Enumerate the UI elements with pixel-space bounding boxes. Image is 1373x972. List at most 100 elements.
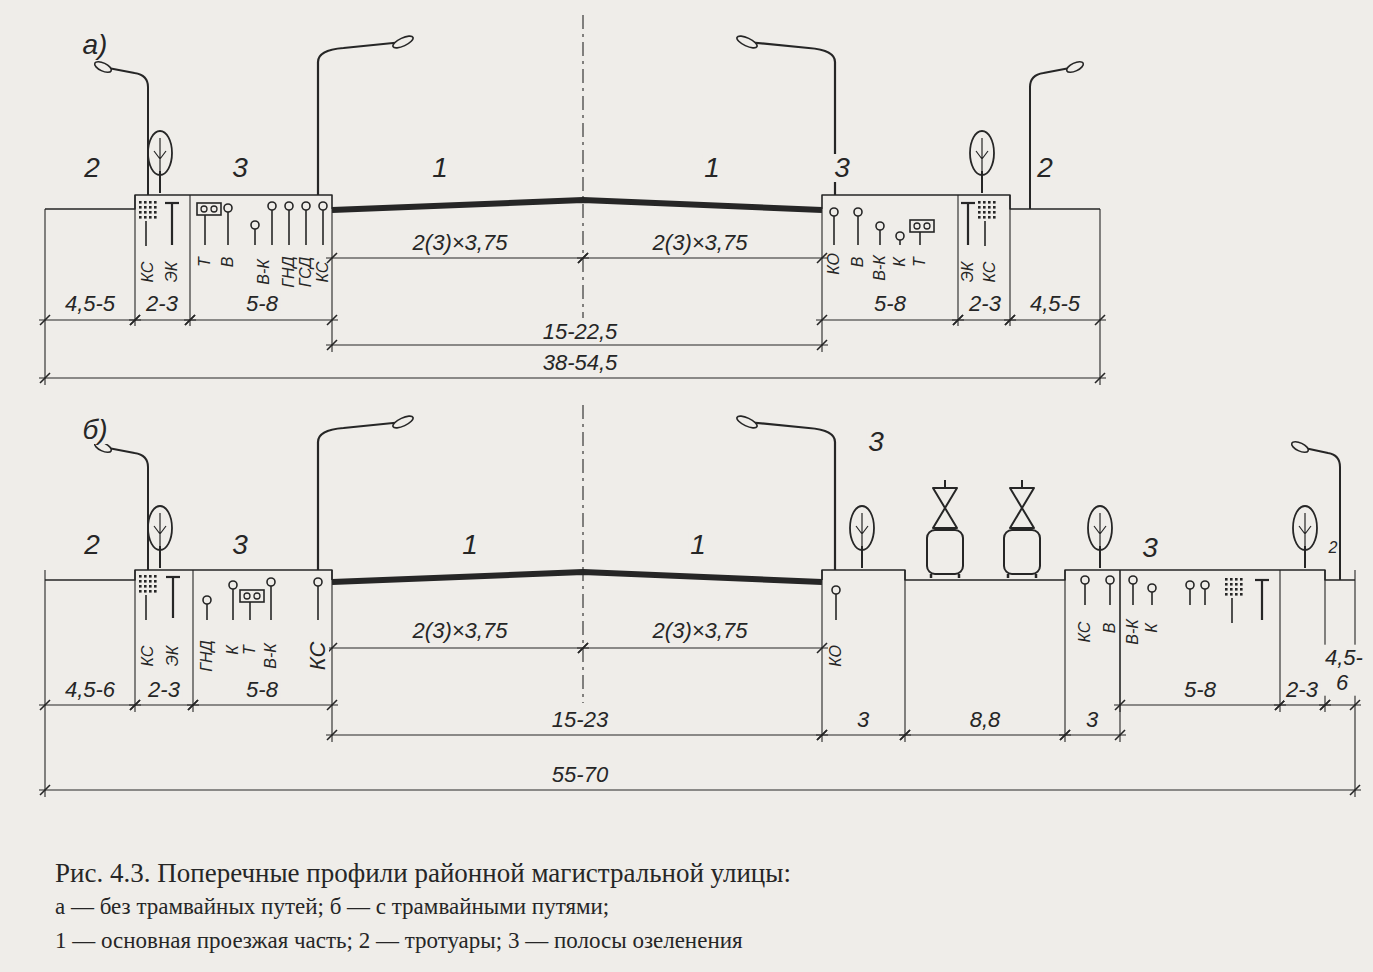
utility-pipe xyxy=(305,210,307,245)
street-lamp xyxy=(103,67,148,195)
utility-pipe xyxy=(268,202,276,210)
pantograph xyxy=(1021,480,1023,488)
dimension-tick xyxy=(817,730,827,740)
cable-bundle xyxy=(145,221,147,246)
dimension: 2-3 xyxy=(146,679,182,701)
cable-bundle xyxy=(154,206,157,209)
extension-line xyxy=(1119,570,1120,712)
cable-bundle xyxy=(144,575,147,578)
dimension: 15-23 xyxy=(550,709,610,731)
utility-pipe xyxy=(1129,576,1137,584)
cable-bundle xyxy=(144,206,147,209)
cable-bundle xyxy=(1240,593,1243,596)
utility-code: В xyxy=(1102,623,1118,634)
dimension: 2(3)×3,75 xyxy=(651,620,750,642)
utility-pipe xyxy=(204,215,206,245)
figure-caption: Рис. 4.3. Поперечные профили районной ма… xyxy=(55,858,791,889)
street-lamp xyxy=(1030,67,1075,209)
carriageway xyxy=(332,572,822,582)
cable-bundle xyxy=(1225,583,1228,586)
dimension-tick xyxy=(817,340,827,350)
utility-pipe xyxy=(833,216,835,245)
utility-code: ГНД xyxy=(199,640,215,672)
callout-number: 3 xyxy=(230,154,250,182)
tram-car xyxy=(927,530,963,574)
cable-bundle xyxy=(993,211,996,214)
utility-pipe xyxy=(1151,592,1153,605)
heating-duct xyxy=(244,593,250,599)
utility-pipe xyxy=(251,221,259,229)
extension-line xyxy=(192,570,193,712)
cable-bundle xyxy=(149,201,152,204)
utility-code: КС xyxy=(315,262,331,283)
utility-pipe xyxy=(249,602,251,620)
dimension-line xyxy=(899,734,1071,735)
heating-duct xyxy=(924,223,930,229)
extension-line xyxy=(1009,195,1010,326)
dimension-tick xyxy=(40,315,50,325)
cable-bundle xyxy=(1230,593,1233,596)
utility-code: ЭК xyxy=(164,262,180,283)
dimension-tick xyxy=(1095,315,1105,325)
dimension-line xyxy=(184,319,338,320)
dimension-tick xyxy=(327,315,337,325)
cable-bundle xyxy=(988,216,991,219)
cable-bundle xyxy=(144,580,147,583)
street-lamp xyxy=(391,34,414,51)
utility-pipe xyxy=(876,222,884,230)
dimension: 2-3 xyxy=(1284,679,1320,701)
cable-bundle xyxy=(139,201,142,204)
dimension-tick xyxy=(327,253,337,263)
cable-bundle xyxy=(1235,583,1238,586)
dimension-tick xyxy=(40,700,50,710)
cable-bundle xyxy=(154,201,157,204)
callout-number: 2 xyxy=(1035,154,1055,182)
street-lamp xyxy=(1290,440,1310,455)
pantograph xyxy=(933,488,957,528)
cable-bundle xyxy=(1230,583,1233,586)
street-lamp xyxy=(747,42,835,195)
street-lamp xyxy=(103,447,148,570)
extension-line xyxy=(44,209,45,385)
dimension: 2(3)×3,75 xyxy=(411,620,510,642)
dimension-tick xyxy=(1275,700,1285,710)
utility-code: К xyxy=(892,257,908,266)
utility-code: 2 xyxy=(1329,540,1338,556)
utility-code: В xyxy=(220,257,236,268)
street-lamp xyxy=(1300,447,1340,580)
street-lamp xyxy=(735,34,758,51)
utility-pipe xyxy=(317,586,319,620)
utility-pipe xyxy=(1148,584,1156,592)
cable-bundle xyxy=(1240,578,1243,581)
dimension: 3 xyxy=(1084,709,1100,731)
cable-bundle xyxy=(139,206,142,209)
dimension: 38-54,5 xyxy=(541,352,620,374)
utility-pipe xyxy=(1109,584,1111,605)
cable-bundle xyxy=(984,221,986,246)
dimension-tick xyxy=(1095,373,1105,383)
dimension-tick xyxy=(1115,730,1125,740)
callout-number: 3 xyxy=(1140,534,1160,562)
extension-line xyxy=(134,570,135,712)
axis-line xyxy=(582,15,583,318)
tree xyxy=(976,138,988,171)
dimension-tick xyxy=(1115,700,1125,710)
dimension: 2(3)×3,75 xyxy=(651,232,750,254)
panel-letter: а) xyxy=(81,31,110,59)
utility-pipe xyxy=(302,202,310,210)
heating-duct xyxy=(910,220,934,232)
extension-line xyxy=(44,570,45,797)
cable-bundle xyxy=(154,580,157,583)
cable-bundle xyxy=(144,216,147,219)
extension-line xyxy=(904,570,905,742)
utility-code: К xyxy=(225,645,241,654)
utility-pipe xyxy=(896,232,904,240)
tree xyxy=(1088,506,1112,550)
utility-code: КС xyxy=(140,646,156,667)
utility-code: КС xyxy=(1077,622,1093,643)
callout-number: 2 xyxy=(82,154,102,182)
utility-pipe xyxy=(854,208,862,216)
cable-bundle xyxy=(978,216,981,219)
tree xyxy=(154,138,166,171)
tree xyxy=(970,131,994,175)
